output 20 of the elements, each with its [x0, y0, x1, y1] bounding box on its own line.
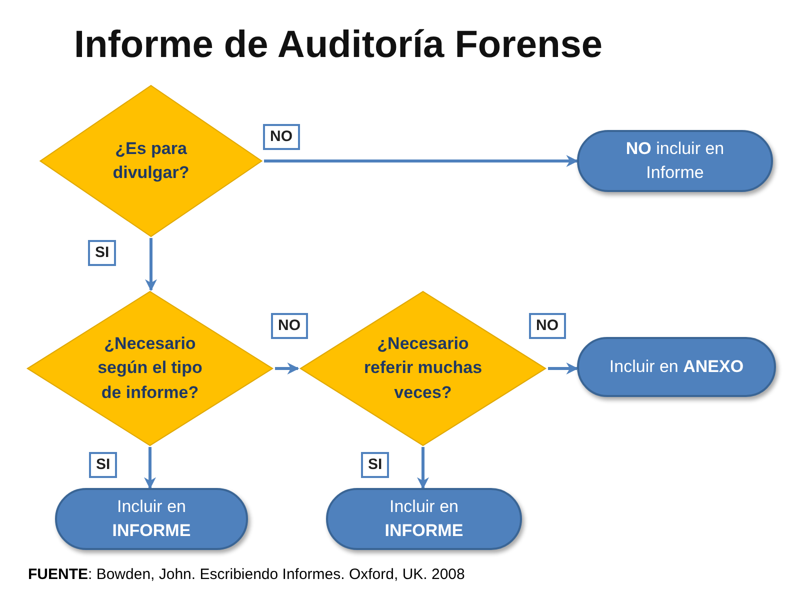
terminal-box: Incluir en ANEXO — [577, 337, 776, 397]
decision-diamond: ¿Es para divulgar? — [38, 84, 264, 238]
arrow — [548, 362, 578, 374]
arrow — [264, 155, 578, 167]
arrow — [144, 447, 156, 490]
terminal-box: Incluir en INFORME — [326, 488, 522, 550]
edge-label: NO — [263, 124, 300, 150]
arrow — [145, 238, 157, 292]
edge-label: SI — [88, 240, 116, 266]
decision-diamond: ¿Necesario según el tipo de informe? — [25, 290, 275, 447]
edge-label: SI — [361, 452, 390, 478]
terminal-box: NO incluir en Informe — [577, 130, 773, 192]
terminal-box: Incluir en INFORME — [55, 488, 248, 550]
title: Informe de Auditoría Forense — [74, 24, 603, 67]
edge-label: SI — [89, 452, 118, 478]
edge-label: NO — [271, 313, 308, 339]
arrow — [275, 362, 300, 374]
source-note: FUENTE: Bowden, John. Escribiendo Informes. Oxford, UK. 2008 — [28, 566, 465, 583]
arrow — [417, 447, 429, 490]
edge-label: NO — [529, 313, 566, 339]
